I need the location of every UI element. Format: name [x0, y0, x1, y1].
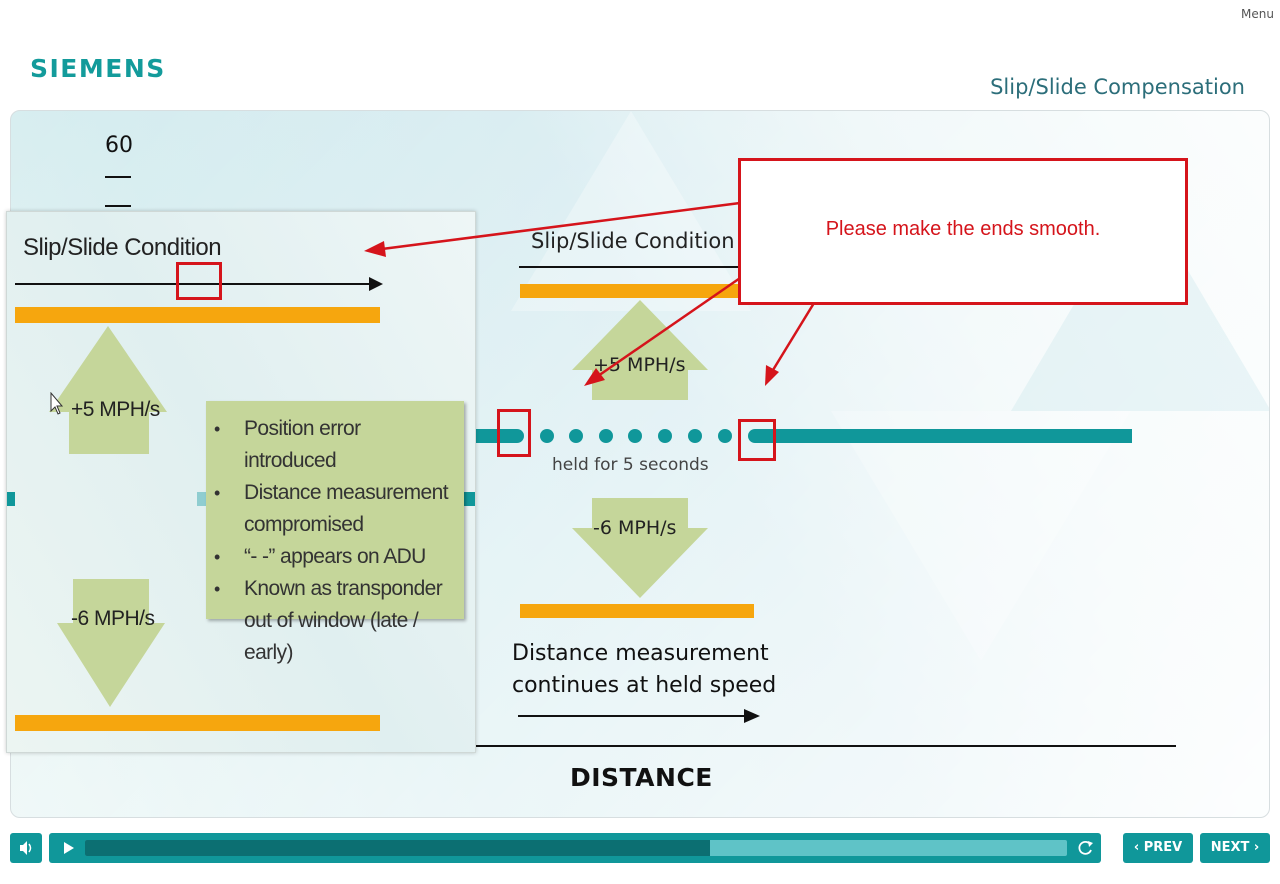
orange-limit-bar-bottom	[520, 604, 754, 618]
decel-label: -6 MPH/s	[593, 517, 677, 539]
held-speed-dot	[628, 429, 642, 443]
siemens-logo: SIEMENS	[30, 54, 166, 83]
decel-arrow-shape	[572, 498, 708, 598]
bullet-item: “- -” appears on ADU	[214, 541, 456, 573]
speed-line-right	[748, 429, 1132, 443]
held-speed-dot	[658, 429, 672, 443]
progress-bar[interactable]	[85, 840, 1067, 856]
accel-arrow-shape	[572, 300, 708, 400]
bullet-item: Known as transponder out of window (late…	[214, 573, 456, 669]
chevron-right-icon: ›	[1253, 840, 1260, 855]
prev-label: PREV	[1143, 840, 1183, 855]
mouse-cursor-icon	[50, 392, 64, 415]
annotation-box	[497, 409, 531, 457]
y-axis-tick-60: 60	[105, 133, 133, 158]
inset-decel-label: -6 MPH/s	[71, 607, 155, 630]
annotation-box	[738, 419, 776, 461]
held-speed-dot	[569, 429, 583, 443]
replay-button[interactable]	[1071, 833, 1099, 863]
inset-screenshot: Slip/Slide Condition +5 MPH/s Position e…	[6, 211, 476, 753]
distance-measurement-text: Distance measurement continues at held s…	[512, 641, 777, 698]
x-axis-label: DISTANCE	[570, 763, 713, 792]
media-player-bar	[49, 833, 1101, 863]
inset-speed-line-stub	[7, 492, 15, 506]
inset-title-arrow	[15, 277, 383, 291]
accel-label: +5 MPH/s	[593, 354, 686, 376]
bullet-item: Distance measurement compromised	[214, 477, 456, 541]
y-axis-tick-mark	[105, 205, 131, 207]
play-button[interactable]	[53, 833, 83, 863]
prev-button[interactable]: ‹ PREV	[1123, 833, 1193, 863]
held-duration-text: held for 5 seconds	[552, 455, 709, 475]
inset-accel-arrow-shape	[49, 326, 167, 454]
annotation-box	[176, 262, 222, 300]
held-speed-dot	[688, 429, 702, 443]
inset-speed-line-stub	[463, 492, 475, 506]
progress-fill	[85, 840, 710, 856]
right-panel-title: Slip/Slide Condition	[531, 229, 735, 253]
menu-button[interactable]: Menu	[1241, 7, 1274, 21]
inset-accel-label: +5 MPH/s	[71, 398, 160, 421]
inset-orange-bar-bottom	[15, 715, 380, 731]
callout-text: Please make the ends smooth.	[825, 218, 1101, 240]
held-speed-dot	[540, 429, 554, 443]
volume-button[interactable]	[10, 833, 42, 863]
inset-orange-bar-top	[15, 307, 380, 323]
replay-icon	[1078, 840, 1093, 855]
inset-title: Slip/Slide Condition	[23, 234, 222, 261]
held-speed-dot	[599, 429, 613, 443]
orange-limit-bar-top	[520, 284, 746, 298]
inset-bullet-box: Position error introduced Distance measu…	[206, 401, 464, 664]
held-speed-dot	[718, 429, 732, 443]
inset-decel-arrow-shape	[57, 579, 165, 707]
y-axis-tick-mark	[105, 176, 131, 178]
x-axis-line	[474, 745, 1176, 747]
title-underline	[519, 266, 741, 268]
next-label: NEXT	[1210, 840, 1250, 855]
bullet-item: Position error introduced	[214, 413, 456, 477]
page-title: Slip/Slide Compensation	[990, 75, 1245, 99]
next-button[interactable]: NEXT ›	[1200, 833, 1270, 863]
distance-arrow	[518, 709, 760, 723]
annotation-callout: Please make the ends smooth.	[738, 158, 1188, 305]
chevron-left-icon: ‹	[1133, 840, 1140, 855]
speaker-icon	[20, 841, 32, 855]
play-icon	[64, 842, 74, 854]
